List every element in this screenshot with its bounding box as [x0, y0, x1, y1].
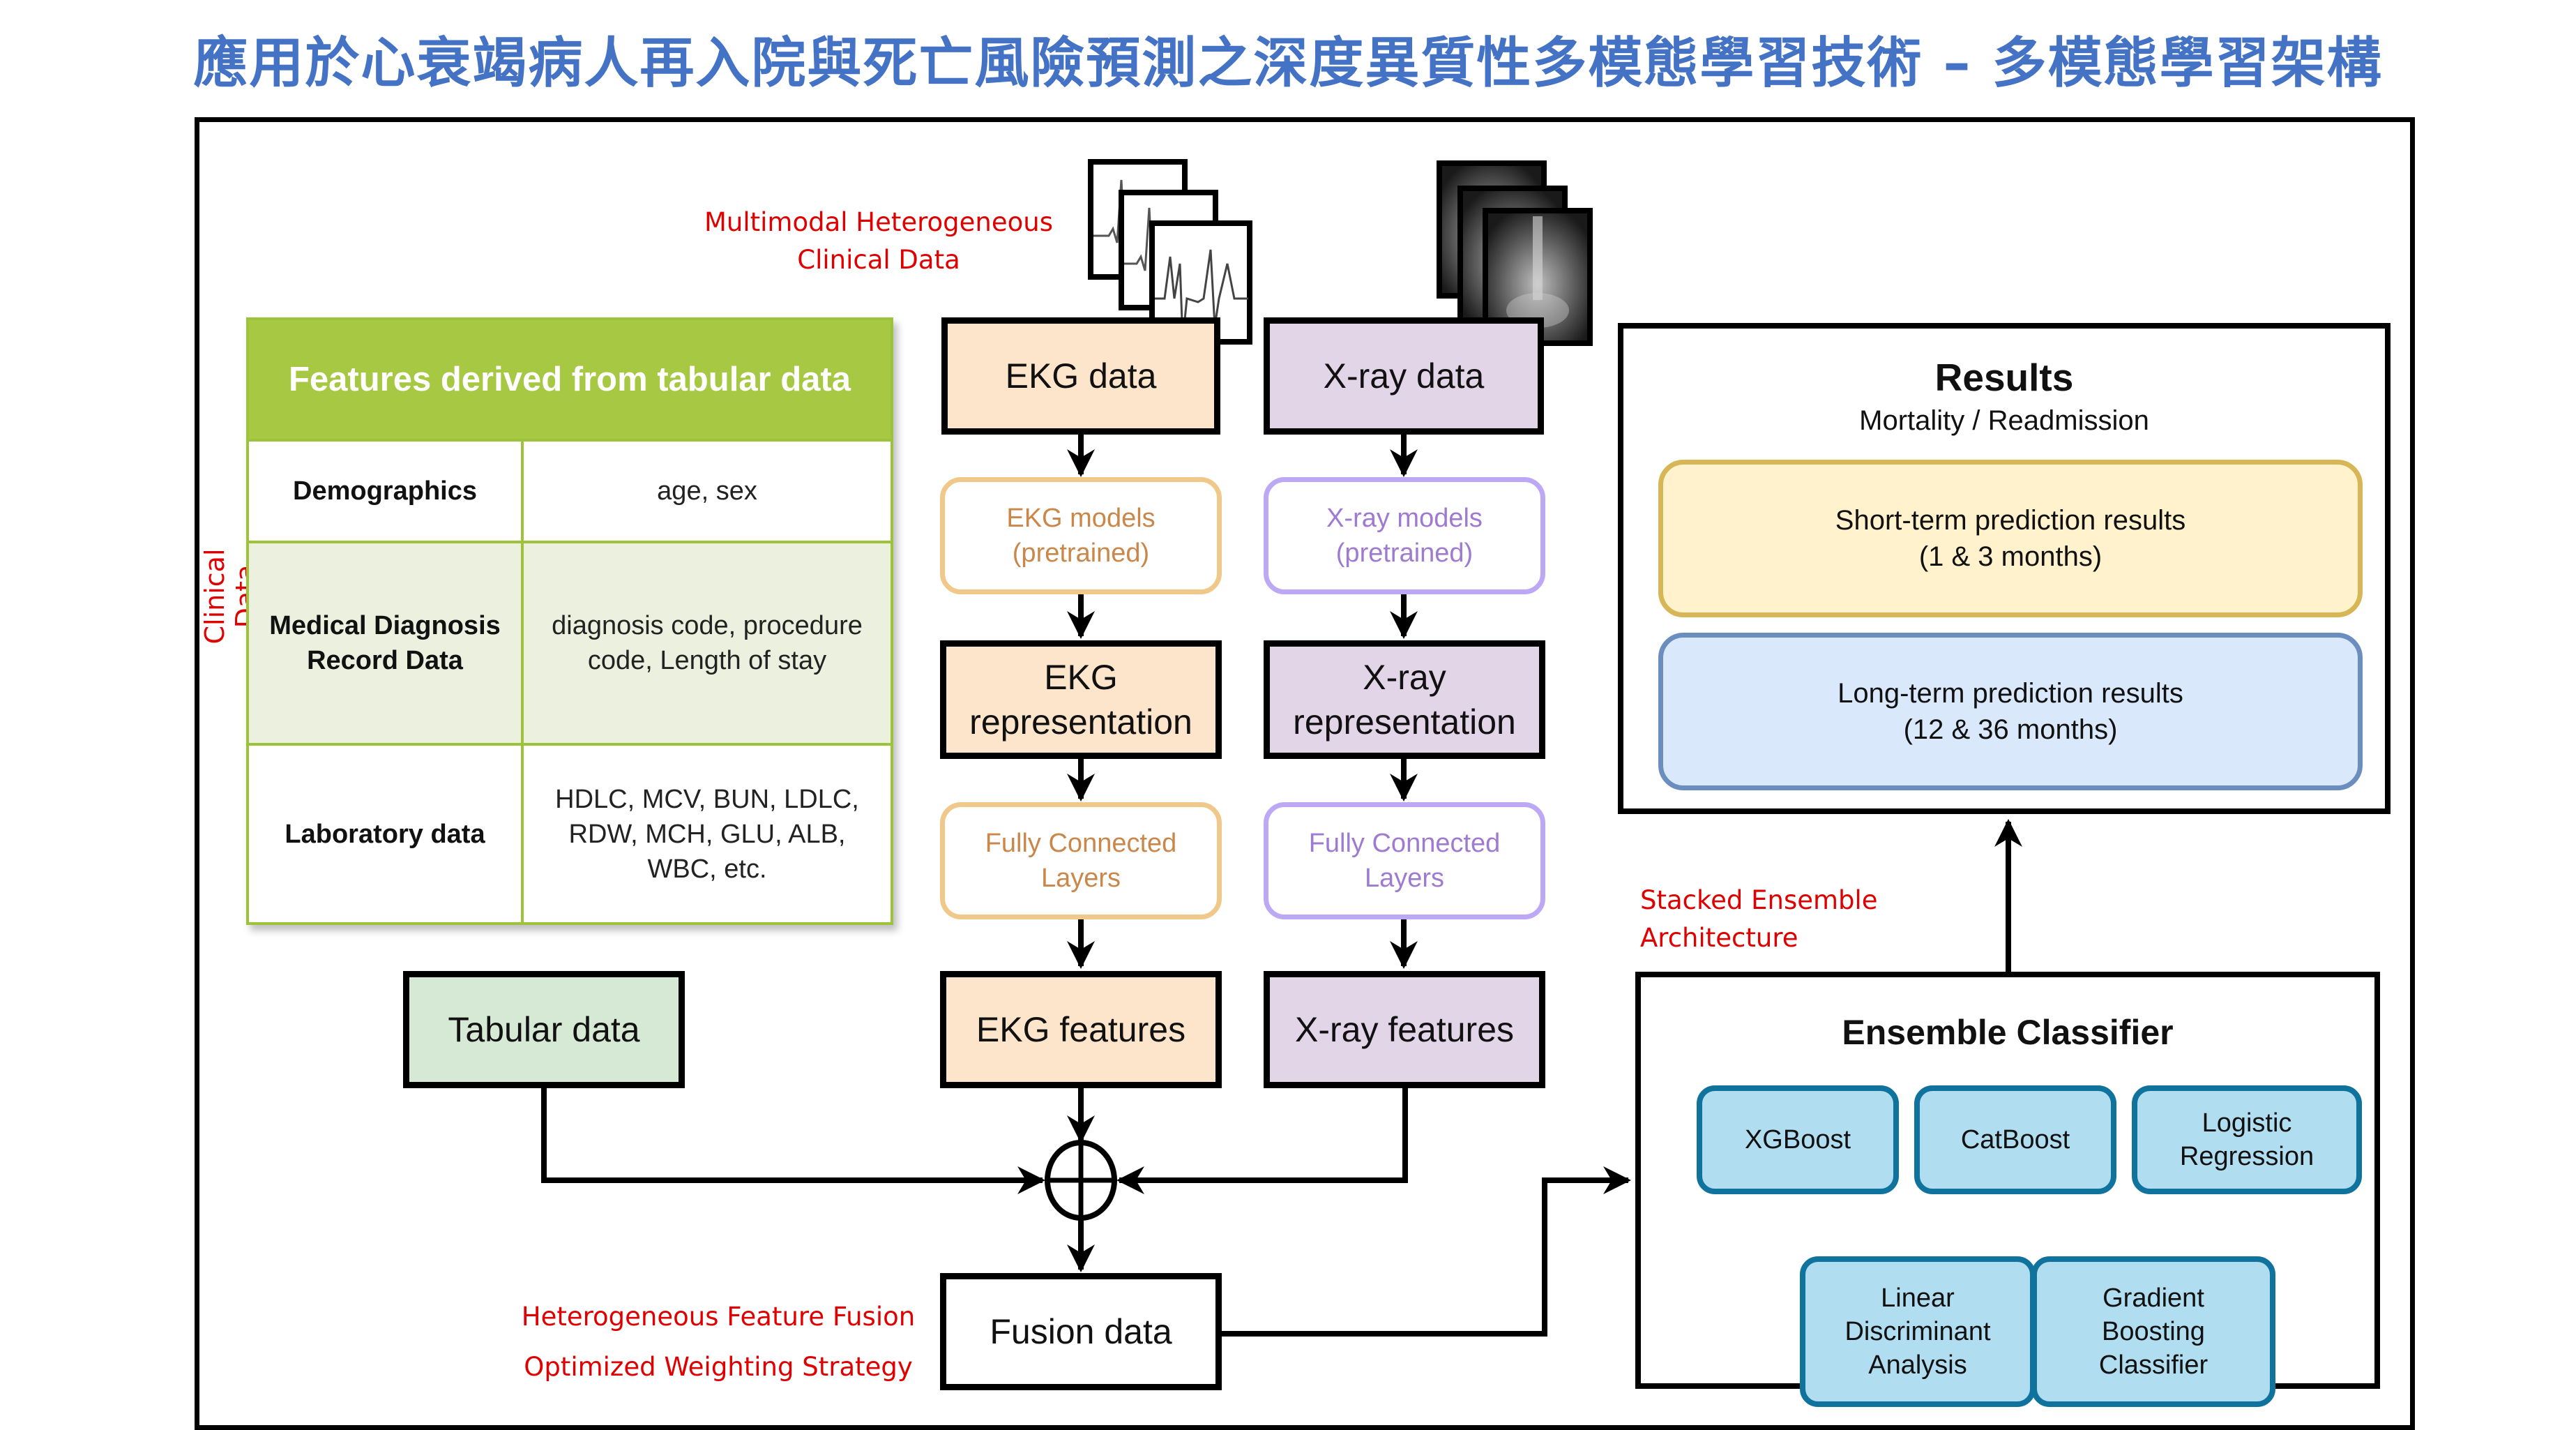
tabular-data-box[interactable]: Tabular data [403, 971, 685, 1088]
short-term-horizon: (1 & 3 months) [1918, 541, 2103, 572]
xray-models-box[interactable]: X-ray models (pretrained) [1264, 477, 1545, 594]
arrow-fusion-data-to-ensemble [1222, 1166, 1631, 1337]
clinical-data-label: Clinical Data [199, 548, 261, 645]
table-row: Demographics age, sex [249, 439, 891, 541]
long-term-label: Long-term prediction results [1838, 678, 2183, 709]
ekg-representation-box[interactable]: EKG representation [940, 640, 1222, 759]
arrow-tabular-to-fusion [541, 1088, 1045, 1194]
multimodal-annotation: Multimodal Heterogeneous Clinical Data [669, 204, 1088, 279]
ensemble-title: Ensemble Classifier [1842, 1013, 2174, 1052]
xray-image-stack-icon [1437, 160, 1593, 346]
stacked-ensemble-line1: Stacked Ensemble [1640, 885, 1878, 915]
xray-features-box[interactable]: X-ray features [1264, 971, 1545, 1088]
classifier-logistic-regression[interactable]: Logistic Regression [2132, 1085, 2362, 1194]
multimodal-annotation-line1: Multimodal Heterogeneous [704, 207, 1054, 237]
classifier-lda[interactable]: Linear Discriminant Analysis [1800, 1256, 2036, 1407]
feature-table-header: Features derived from tabular data [249, 320, 891, 439]
classifier-catboost[interactable]: CatBoost [1914, 1085, 2116, 1194]
classifier-xgboost[interactable]: XGBoost [1697, 1085, 1899, 1194]
fusion-operator-icon [1045, 1140, 1117, 1221]
table-row-features: age, sex [657, 476, 757, 506]
table-row-category: Medical Diagnosis Record Data [249, 543, 524, 743]
ekg-features-box[interactable]: EKG features [940, 971, 1222, 1088]
fusion-strategy-annotation: Heterogeneous Feature Fusion Optimized W… [502, 1292, 934, 1392]
ekg-data-box[interactable]: EKG data [941, 317, 1220, 435]
multimodal-annotation-line2: Clinical Data [797, 245, 960, 275]
fusion-data-box[interactable]: Fusion data [940, 1273, 1222, 1390]
short-term-label: Short-term prediction results [1835, 505, 2186, 536]
table-row-category: Demographics [249, 442, 524, 541]
xray-representation-box[interactable]: X-ray representation [1264, 640, 1545, 759]
ensemble-classifier-panel: Ensemble Classifier XGBoost CatBoost Log… [1635, 972, 2380, 1407]
table-row-category: Laboratory data [249, 746, 524, 922]
stacked-ensemble-annotation: Stacked Ensemble Architecture [1640, 882, 1989, 957]
stacked-ensemble-line2: Architecture [1640, 923, 1798, 953]
classifier-gradient-boosting[interactable]: Gradient Boosting Classifier [2031, 1256, 2275, 1407]
table-row-features: diagnosis code, procedure code, Length o… [552, 611, 863, 675]
long-term-results-card[interactable]: Long-term prediction results (12 & 36 mo… [1658, 633, 2363, 790]
long-term-horizon: (12 & 36 months) [1903, 714, 2118, 745]
feature-table: Features derived from tabular data Demog… [246, 317, 893, 925]
table-row: Laboratory data HDLC, MCV, BUN, LDLC, RD… [249, 743, 891, 922]
arrow-xray-features-to-fusion [1116, 1088, 1408, 1194]
page-title: 應用於心衰竭病人再入院與死亡風險預測之深度異質性多模態學習技術 – 多模態學習架… [193, 32, 2383, 95]
results-title: Results [1934, 356, 2074, 399]
ekg-models-box[interactable]: EKG models (pretrained) [940, 477, 1222, 594]
short-term-results-card[interactable]: Short-term prediction results (1 & 3 mon… [1658, 460, 2363, 617]
results-panel: Results Mortality / Readmission Short-te… [1618, 323, 2391, 814]
fusion-strategy-line1: Heterogeneous Feature Fusion [521, 1302, 916, 1332]
table-row: Medical Diagnosis Record Data diagnosis … [249, 541, 891, 743]
xray-fc-layers-box[interactable]: Fully Connected Layers [1264, 802, 1545, 919]
table-row-features: HDLC, MCV, BUN, LDLC, RDW, MCH, GLU, ALB… [555, 784, 859, 884]
results-subtitle: Mortality / Readmission [1859, 405, 2149, 436]
ekg-fc-layers-box[interactable]: Fully Connected Layers [940, 802, 1222, 919]
fusion-strategy-line2: Optimized Weighting Strategy [524, 1352, 913, 1382]
xray-data-box[interactable]: X-ray data [1264, 317, 1544, 435]
